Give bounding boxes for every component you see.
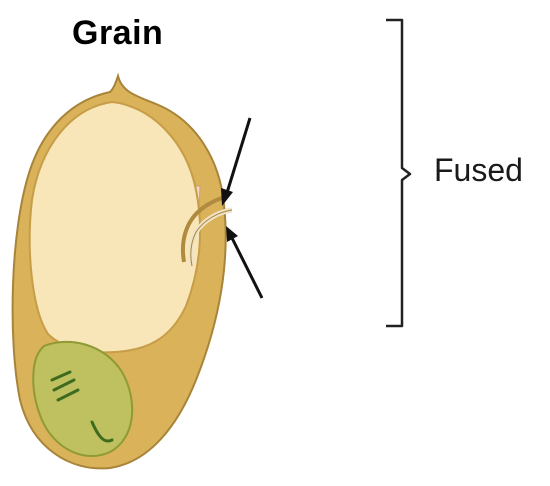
embryo-root-mark — [90, 420, 114, 443]
endosperm — [28, 100, 202, 354]
diagram-title: Grain — [72, 14, 164, 52]
fused-label: Fused — [434, 152, 523, 188]
peeled-layer-outer — [180, 194, 229, 263]
bracket-icon — [386, 18, 412, 328]
embryo — [32, 340, 134, 457]
arrow-icon — [226, 226, 264, 299]
embryo-shoot-mark — [50, 370, 80, 402]
arrow-icon — [221, 117, 252, 206]
peeled-layer-edge — [190, 209, 233, 267]
